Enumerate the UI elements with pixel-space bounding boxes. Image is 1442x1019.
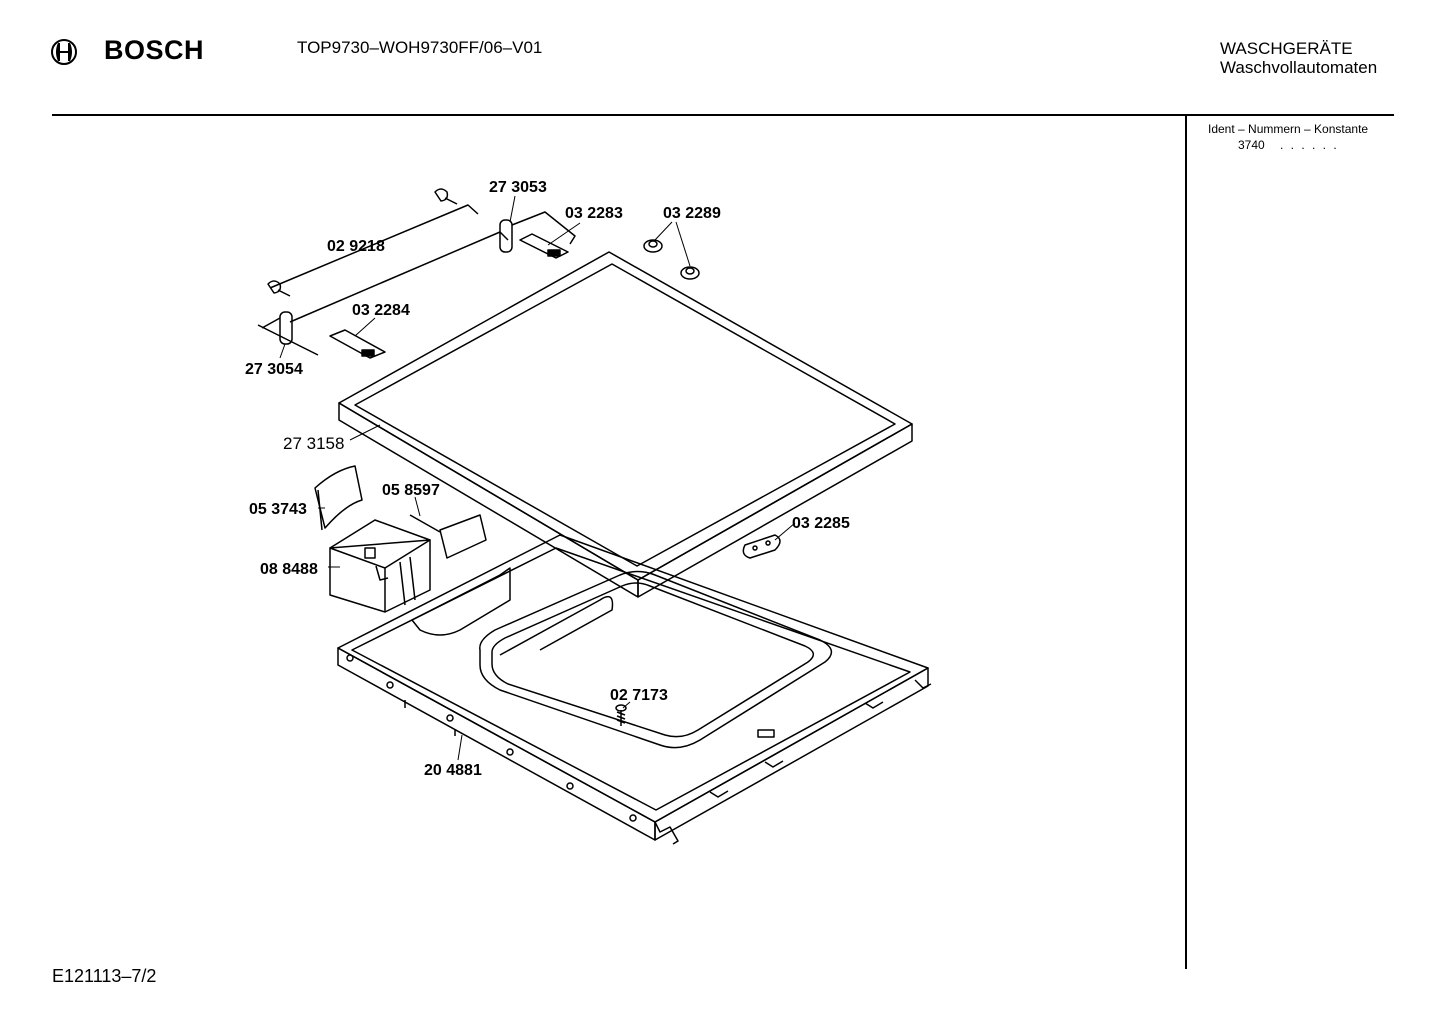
category-title: WASCHGERÄTE [1220, 39, 1353, 58]
flap-drawing [409, 514, 487, 559]
bosch-logo-icon [51, 39, 77, 65]
ident-title: Ident – Nummern – Konstante [1208, 122, 1369, 136]
part-label-273054: 27 3054 [245, 361, 303, 378]
hinge-pad-drawing [742, 534, 781, 559]
part-label-032284: 03 2284 [352, 302, 410, 319]
ident-dots: . . . . . . [1280, 138, 1339, 152]
detergent-drawer-drawing [329, 519, 431, 613]
clip-032283-drawing [519, 233, 569, 259]
hinge-bracket-273054-drawing [257, 311, 319, 356]
part-label-053743: 05 3743 [249, 501, 307, 518]
exploded-parts-diagram: 27 3053 03 2283 03 2289 02 9218 03 2284 … [245, 179, 932, 845]
drawer-handle-drawing [314, 465, 363, 531]
part-label-088488: 08 8488 [260, 561, 318, 578]
side-divider [1185, 116, 1187, 969]
part-label-032283: 03 2283 [565, 205, 623, 222]
ident-value: 3740 [1238, 138, 1265, 152]
part-label-058597: 05 8597 [382, 482, 440, 499]
drawing-id: E121113–7/2 [52, 966, 157, 986]
part-label-029218: 02 9218 [327, 238, 385, 255]
part-label-204881: 20 4881 [424, 762, 482, 779]
model-number: TOP9730–WOH9730FF/06–V01 [297, 38, 543, 57]
header-divider [52, 114, 1394, 116]
part-label-273053: 27 3053 [489, 179, 547, 196]
frame-base-drawing [337, 534, 932, 845]
part-label-027173: 02 7173 [610, 687, 668, 704]
screw-drawing [615, 704, 627, 726]
part-label-032289: 03 2289 [663, 205, 721, 222]
part-label-273158: 27 3158 [283, 434, 344, 453]
leader-lines [279, 195, 796, 761]
part-label-032285: 03 2285 [792, 515, 850, 532]
top-lid-drawing [338, 251, 913, 598]
hinge-bracket-273053-drawing [499, 211, 576, 253]
brand-name: BOSCH [104, 35, 205, 65]
category-subtitle: Waschvollautomaten [1220, 58, 1378, 77]
bumper-032289-drawing [643, 239, 700, 280]
clip-032284-drawing [329, 329, 386, 359]
